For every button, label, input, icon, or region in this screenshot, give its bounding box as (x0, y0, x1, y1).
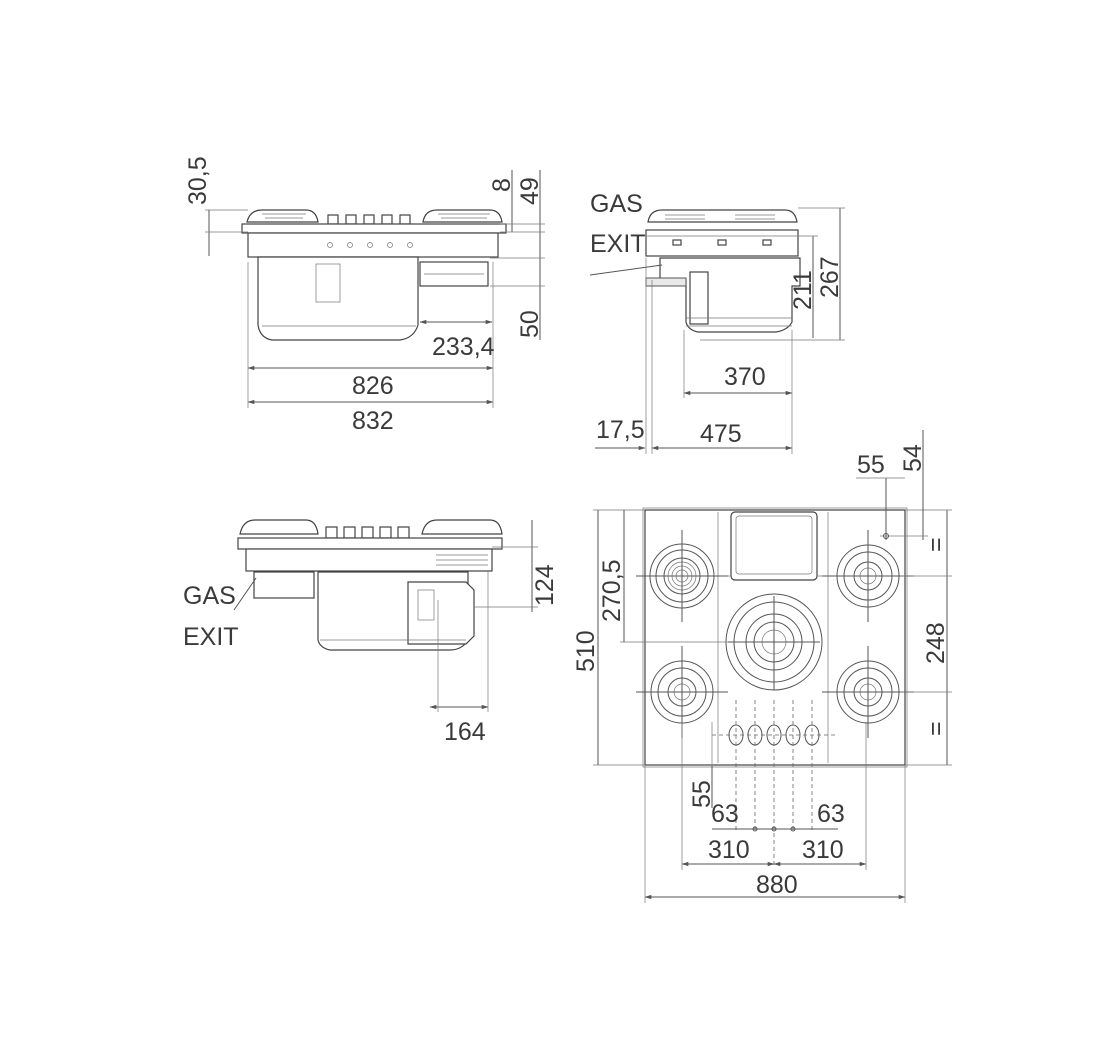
dim-30-5: 30,5 (184, 156, 212, 205)
dim-17-5: 17,5 (596, 416, 645, 444)
gas-exit-label-side-line2: EXIT (183, 623, 239, 651)
dim-510: 510 (572, 630, 600, 672)
dim-54: 54 (899, 444, 927, 472)
dim-63-right: 63 (817, 800, 845, 828)
plan-view: 55 54 270,5 510 248 = = 55 63 63 310 310… (572, 430, 952, 903)
front-view: 30,5 8 49 50 233,4 826 832 (184, 156, 545, 435)
dim-49: 49 (516, 177, 544, 205)
burner-top-right (822, 530, 914, 622)
dim-475: 475 (700, 420, 742, 448)
dim-55-bottom: 55 (688, 780, 716, 808)
dim-310-right: 310 (802, 836, 844, 864)
dim-55-top: 55 (857, 451, 885, 479)
equal-mark-top: = (922, 537, 950, 552)
rear-view: GAS EXIT 124 164 (183, 519, 559, 746)
side-view: GAS EXIT 211 267 370 17,5 475 (589, 190, 845, 454)
burner-bottom-right (822, 646, 914, 738)
dim-248: 248 (922, 622, 950, 664)
dim-832: 832 (352, 407, 394, 435)
gas-exit-label-line1: GAS (590, 190, 643, 218)
dim-8: 8 (488, 178, 516, 192)
dim-50: 50 (516, 310, 544, 338)
gas-exit-label-side-line1: GAS (183, 582, 236, 610)
equal-mark-bottom: = (922, 721, 950, 736)
dim-233-4: 233,4 (432, 333, 495, 361)
burner-center (725, 593, 823, 691)
dim-880: 880 (756, 871, 798, 899)
dim-310-left: 310 (708, 836, 750, 864)
dim-270-5: 270,5 (598, 559, 626, 622)
dim-211: 211 (789, 270, 817, 310)
dim-124: 124 (531, 564, 559, 606)
dim-370: 370 (724, 363, 766, 391)
dim-826: 826 (352, 372, 394, 400)
dim-63-left: 63 (711, 800, 739, 828)
gas-exit-label-line2: EXIT (590, 230, 646, 258)
dim-267: 267 (816, 256, 844, 298)
dim-164: 164 (444, 718, 486, 746)
burner-top-left (636, 530, 728, 622)
